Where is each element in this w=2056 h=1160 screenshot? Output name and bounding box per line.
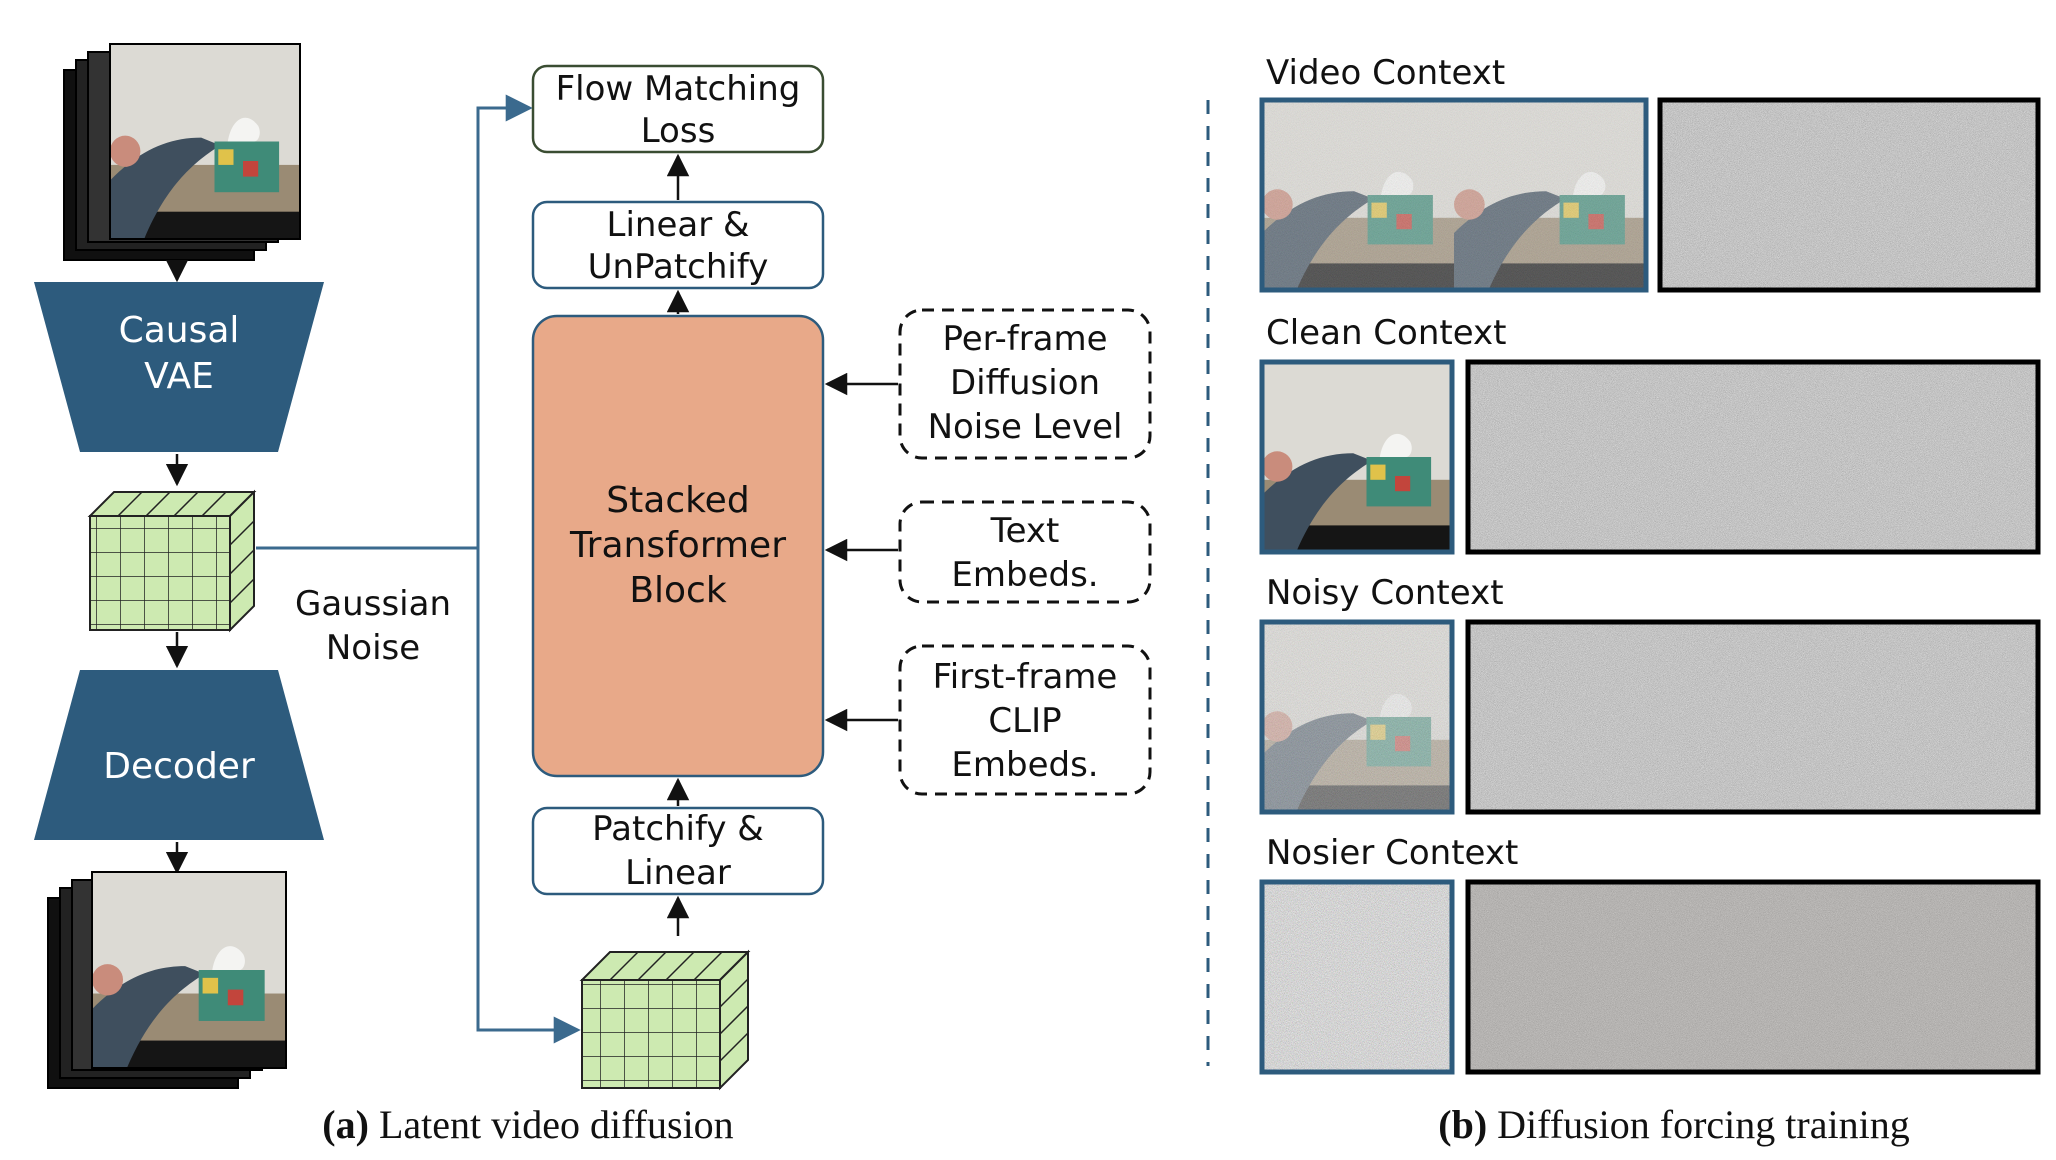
input-frame-image (110, 44, 300, 239)
decoder-block (34, 670, 324, 840)
clean-context-frame (1259, 359, 1455, 555)
unpatchify-box (531, 200, 825, 290)
transformer-label-line3: Block (629, 570, 727, 611)
output-frame-image (92, 872, 286, 1068)
per-frame-noise-level-box (898, 308, 1152, 460)
row-label-clean-context: Clean Context (1266, 313, 1507, 353)
caption-b-bold: (b) (1438, 1102, 1487, 1147)
patchify-label-line1: Patchify & (592, 809, 764, 849)
cond-text-line1: Text (990, 511, 1060, 551)
decoder-label: Decoder (103, 746, 255, 787)
unpatchify-label-line2: UnPatchify (588, 247, 769, 287)
noisy-context-frame (1259, 619, 1455, 815)
caption-b: (b) Diffusion forcing training (1438, 1102, 1909, 1147)
vae-label-line2: VAE (144, 356, 214, 397)
nosier-context-noisy-frames (1465, 879, 2041, 1075)
loss-label-line2: Loss (641, 111, 716, 151)
cond-clip-line3: Embeds. (951, 745, 1098, 785)
loss-label-line1: Flow Matching (556, 69, 801, 109)
latent-cube (87, 489, 257, 633)
vae-label-line1: Causal (119, 310, 240, 351)
caption-a-text: Latent video diffusion (369, 1102, 734, 1147)
caption-a: (a) Latent video diffusion (322, 1102, 733, 1147)
video-context-noisy-frames (1657, 97, 2041, 293)
noisy-latent-cube (579, 949, 751, 1091)
output-frames-stack (47, 871, 287, 1089)
gaussian-noise-label-line1: Gaussian (295, 584, 451, 624)
clean-context-noisy-frames (1465, 359, 2041, 555)
row-label-video-context: Video Context (1266, 53, 1505, 93)
noisy-context-noisy-frames (1465, 619, 2041, 815)
transformer-label-line2: Transformer (569, 525, 786, 566)
video-context-clip (1259, 97, 1649, 293)
row-label-nosier-context: Nosier Context (1266, 833, 1518, 873)
arrow-to-loss (476, 94, 533, 548)
input-frames-stack (63, 43, 301, 261)
nosier-context-frame (1259, 879, 1455, 1075)
transformer-label-line1: Stacked (606, 480, 749, 521)
unpatchify-label-line1: Linear & (607, 205, 750, 245)
gaussian-noise-label-line2: Noise (326, 628, 420, 668)
patchify-box (531, 806, 825, 896)
clip-embeds-box (898, 644, 1152, 796)
cond-noise-line1: Per-frame (942, 319, 1107, 359)
cond-noise-line3: Noise Level (928, 407, 1123, 447)
patchify-label-line2: Linear (625, 853, 731, 893)
cond-clip-line2: CLIP (988, 701, 1061, 741)
stacked-transformer-block (531, 314, 825, 778)
flow-matching-loss-box (531, 64, 825, 154)
causal-vae-block (34, 282, 324, 452)
caption-a-bold: (a) (322, 1102, 369, 1147)
cond-text-line2: Embeds. (951, 555, 1098, 595)
cond-noise-line2: Diffusion (950, 363, 1100, 403)
text-embeds-box (898, 500, 1152, 604)
cond-clip-line1: First-frame (933, 657, 1118, 697)
caption-b-text: Diffusion forcing training (1487, 1102, 1910, 1147)
row-label-noisy-context: Noisy Context (1266, 573, 1504, 613)
arrow-to-noisy-latent (476, 548, 581, 1044)
